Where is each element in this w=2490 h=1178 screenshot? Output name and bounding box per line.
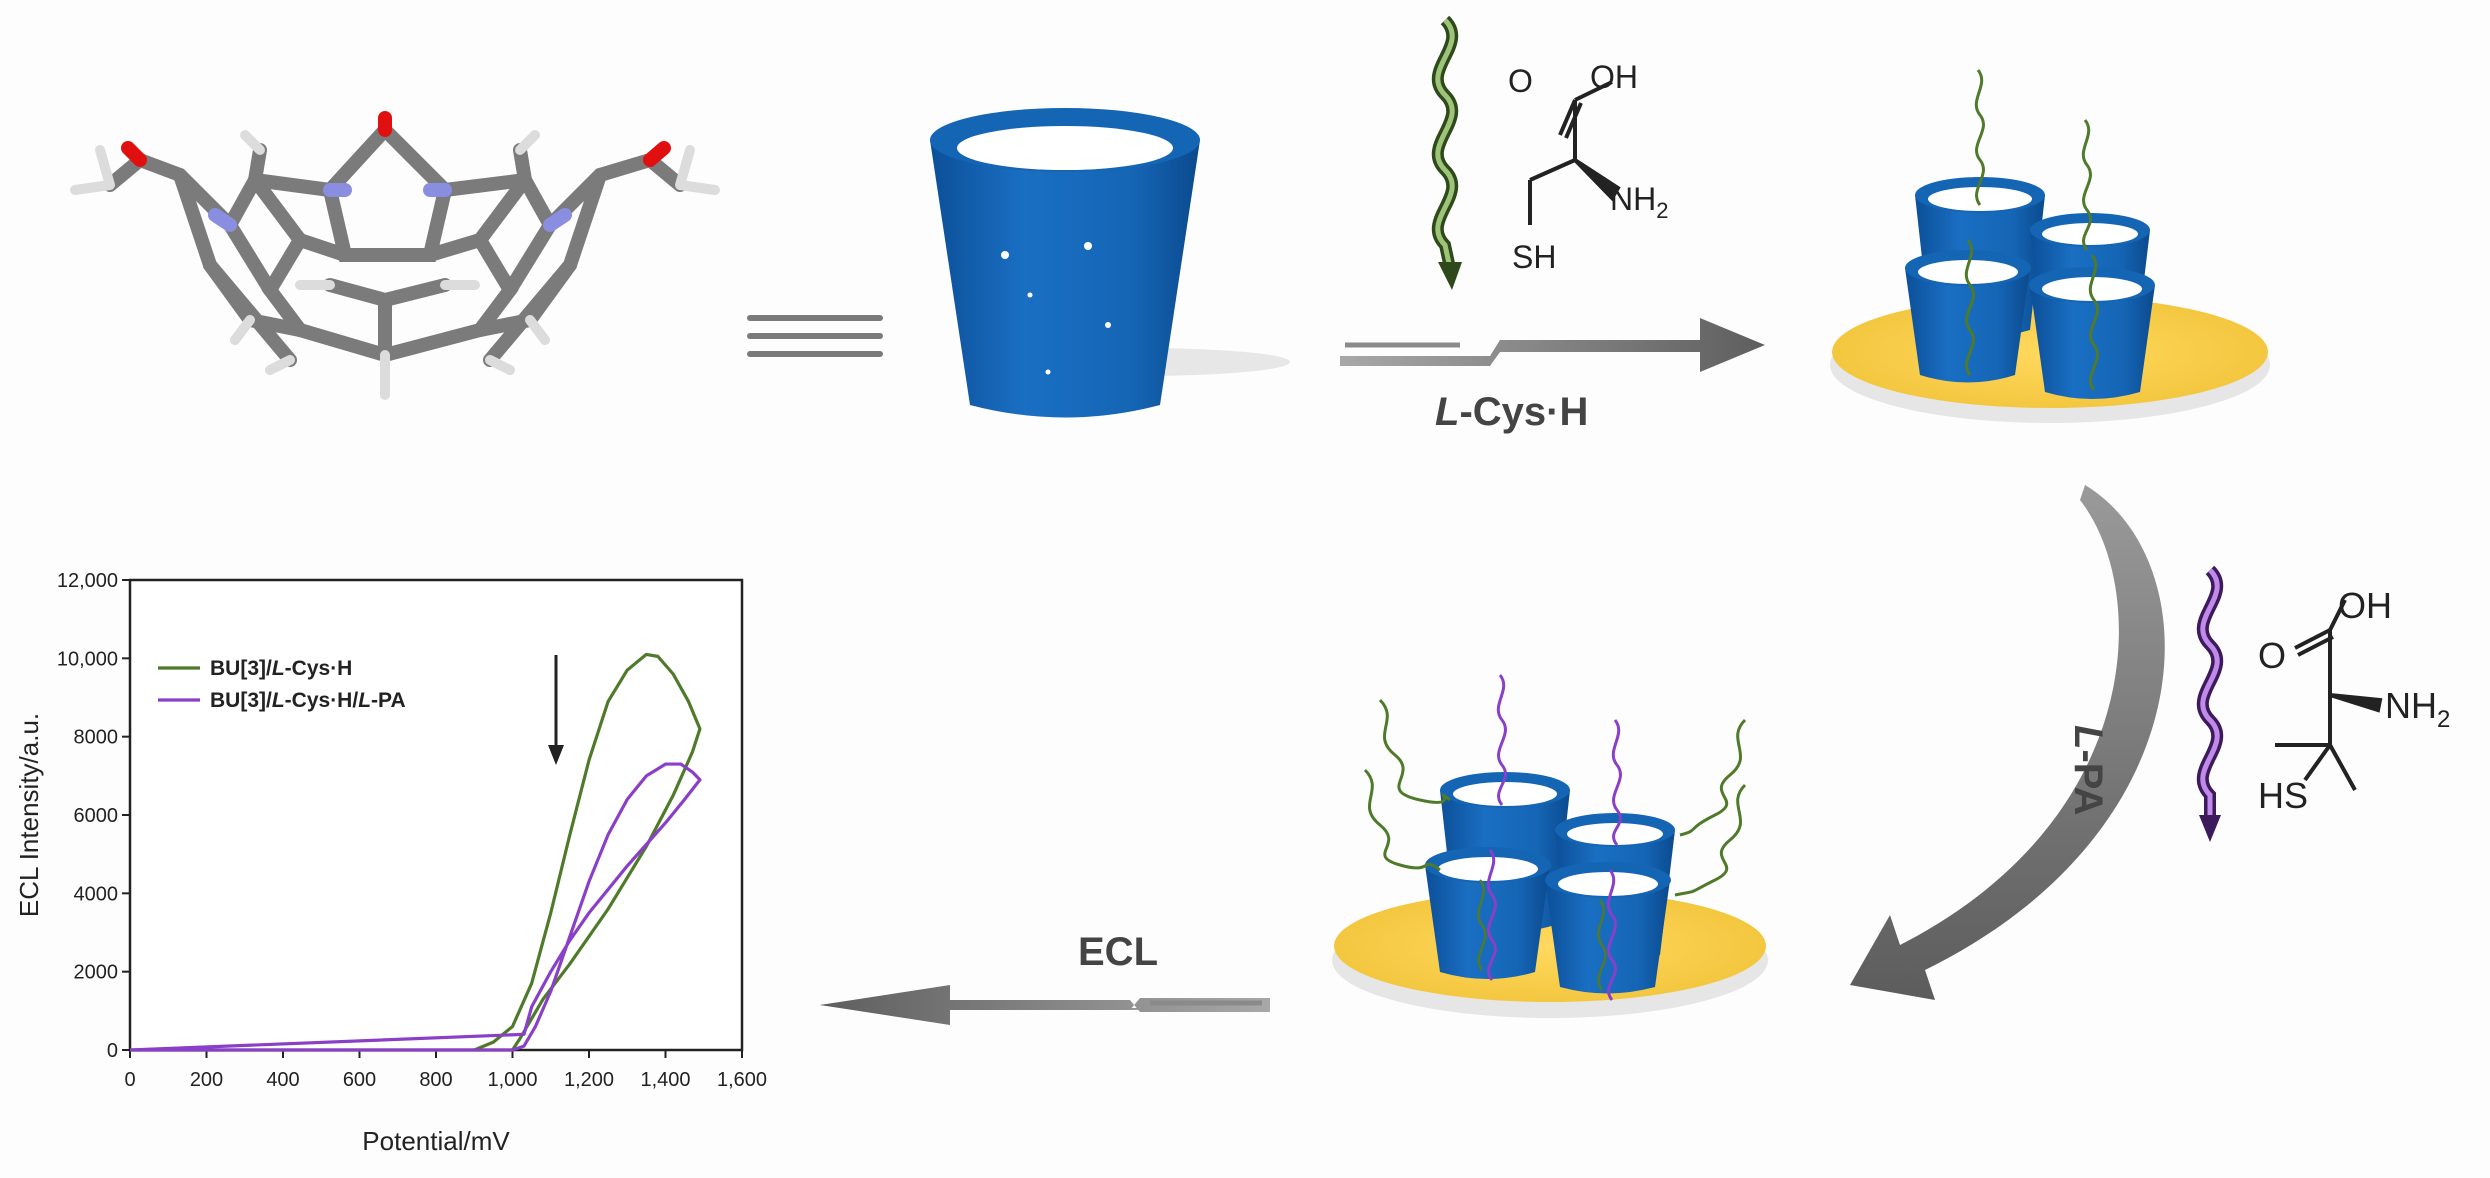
step2-label-rest: -PA [2066, 749, 2110, 815]
step1-label: L-Cys·H [1435, 390, 1588, 434]
cys-o: O [1508, 63, 1533, 99]
y-axis: 0 2000 4000 6000 8000 10,000 12,000 [57, 570, 130, 1062]
x-axis-label: Potential/mV [362, 1126, 510, 1156]
plot-frame [128, 578, 744, 1052]
step1-label-rest: -Cys·H [1459, 390, 1588, 434]
ecl-chart: 0 200 400 600 800 1,000 1,200 1,400 1,600 0 2000 4… [14, 570, 767, 1156]
x-tick-label: 0 [124, 1069, 135, 1091]
arrow-step1 [1340, 318, 1765, 372]
x-tick-label: 400 [266, 1069, 299, 1091]
step2-label: L-PA [2066, 725, 2110, 815]
l-pa-structure [2275, 599, 2383, 791]
y-axis-label: ECL Intensity/a.u. [14, 713, 44, 917]
l-cys-structure [1528, 80, 1621, 225]
legend-label-1: BU[3]/L-Cys·H [210, 657, 352, 680]
curved-arrow-step2 [1850, 485, 2165, 1000]
cys-sh: SH [1512, 239, 1556, 275]
x-tick-label: 1,400 [640, 1069, 690, 1091]
step1-label-italic: L [1435, 390, 1459, 434]
bu3-cup-cartoon [930, 108, 1290, 418]
legend-label-2: BU[3]/L-Cys·H/L-PA [210, 689, 406, 712]
down-arrow-annotation [548, 655, 564, 765]
y-tick-label: 6000 [74, 805, 119, 827]
series-line-2 [129, 762, 702, 1052]
pa-o: O [2258, 635, 2286, 676]
pa-oh: OH [2338, 585, 2392, 626]
x-tick-label: 600 [343, 1069, 376, 1091]
y-tick-label: 12,000 [57, 570, 118, 592]
y-tick-label: 10,000 [57, 648, 118, 670]
plate-with-cys-pa-cups [1332, 674, 1768, 1018]
x-tick-label: 1,200 [564, 1069, 614, 1091]
x-tick-label: 1,000 [487, 1069, 537, 1091]
purple-wavy-arrow [2196, 565, 2224, 842]
legend: BU[3]/L-Cys·H BU[3]/L-Cys·H/L-PA [158, 657, 406, 712]
pa-hs: HS [2258, 775, 2308, 816]
series-group [129, 652, 702, 1052]
cys-nh2: NH2 [1610, 181, 1668, 223]
x-tick-label: 1,600 [717, 1069, 767, 1091]
y-tick-label: 8000 [74, 727, 119, 749]
y-tick-label: 2000 [74, 962, 119, 984]
plate-with-cys-cups [1830, 69, 2270, 423]
step2-label-italic: L [2066, 725, 2110, 749]
series-line-1 [130, 652, 702, 1052]
step3-label: ECL [1078, 930, 1158, 974]
arrow-step3 [820, 985, 1270, 1025]
pa-nh2: NH2 [2385, 685, 2450, 733]
x-axis: 0 200 400 600 800 1,000 1,200 1,400 1,600 [124, 1050, 767, 1091]
x-tick-label: 800 [419, 1069, 452, 1091]
y-tick-label: 0 [107, 1040, 118, 1062]
green-wavy-arrow [1431, 15, 1462, 290]
x-tick-label: 200 [190, 1069, 223, 1091]
cys-oh: OH [1590, 59, 1638, 95]
equivalence-sign [747, 315, 883, 357]
y-tick-label: 4000 [74, 883, 119, 905]
bu3-stick-model [70, 111, 720, 400]
